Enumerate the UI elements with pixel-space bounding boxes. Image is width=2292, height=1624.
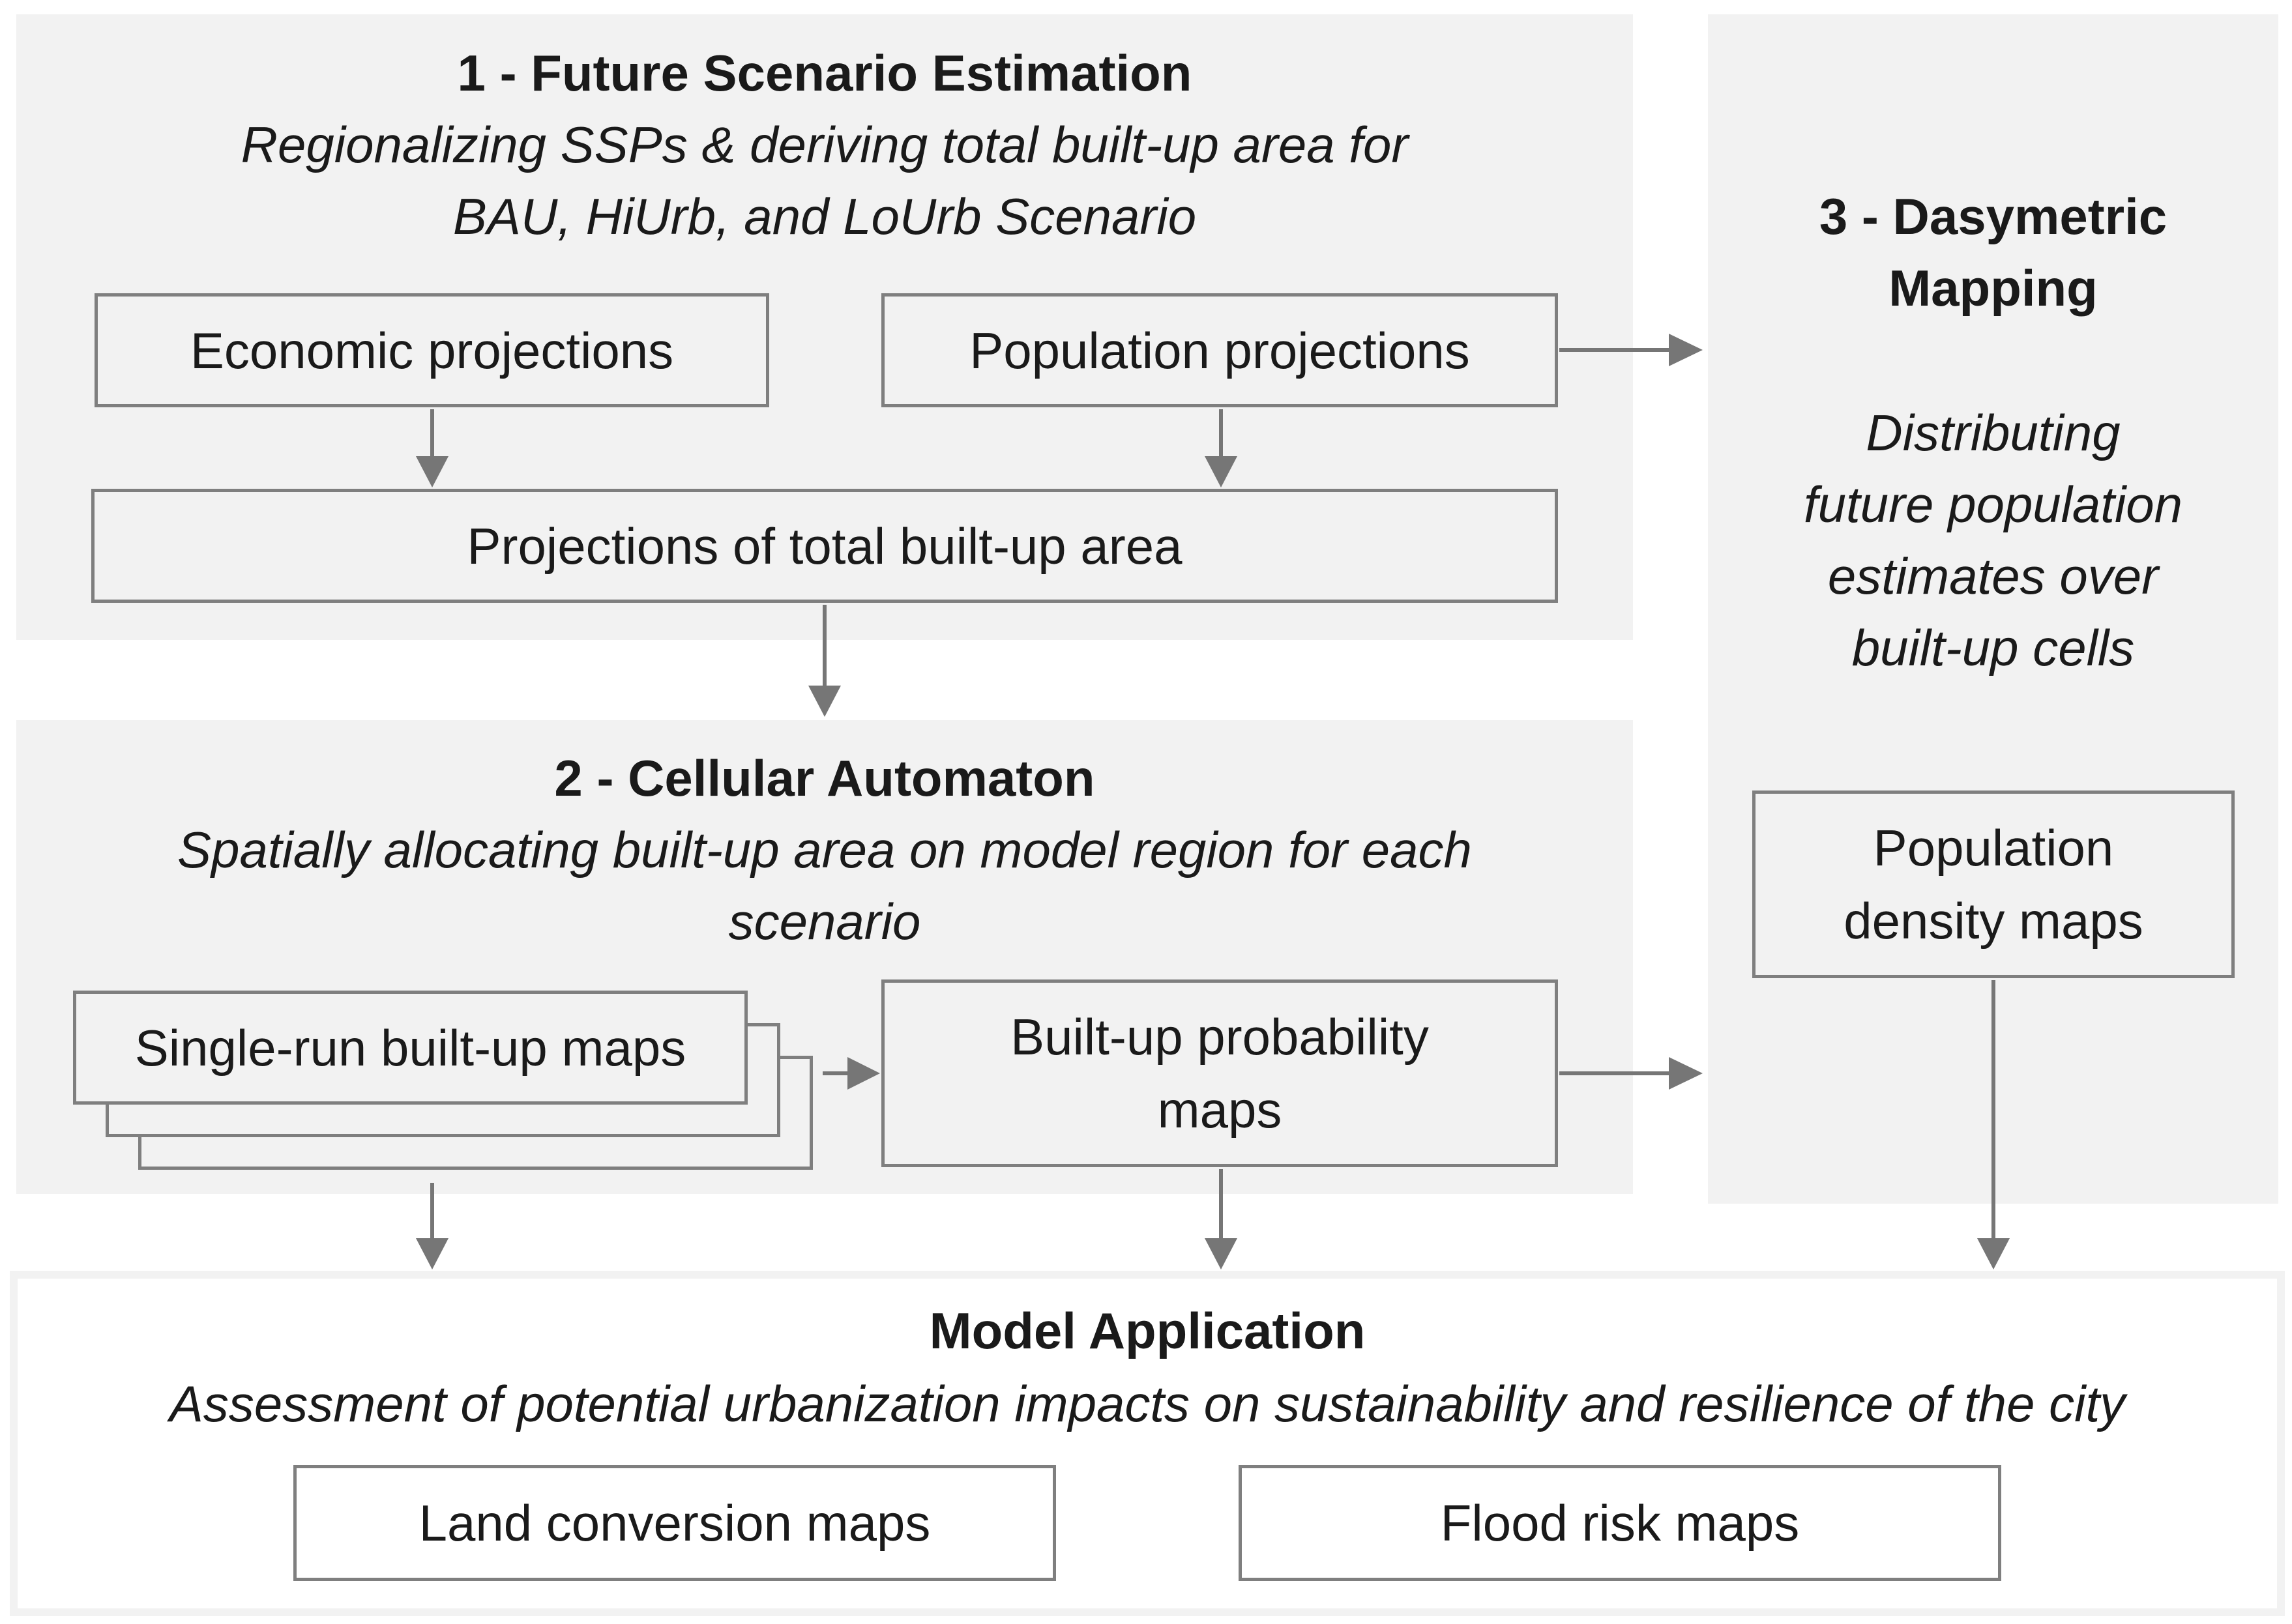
section-3-title-line-2: Mapping <box>1888 259 2098 317</box>
builtup-probability-label-line-1: Built-up probability <box>1010 1008 1429 1066</box>
section-2-subtitle-line-1: Spatially allocating built-up area on mo… <box>177 821 1472 878</box>
arrowhead-probability-down <box>1205 1238 1237 1269</box>
population-density-label-line-2: density maps <box>1844 892 2143 950</box>
arrowhead-probability-right <box>1669 1057 1703 1090</box>
arrowhead-singlerun-down <box>416 1238 448 1269</box>
single-run-builtup-maps-box: Single-run built-up maps <box>73 991 748 1105</box>
section-3-title-line-1: 3 - Dasymetric <box>1819 188 2167 245</box>
builtup-probability-maps-box: Built-up probability maps <box>881 979 1558 1167</box>
section-3-desc-line-3: estimates over <box>1827 547 2159 605</box>
flood-risk-maps-label: Flood risk maps <box>1440 1494 1800 1552</box>
flood-risk-maps-box: Flood risk maps <box>1239 1465 2001 1581</box>
builtup-probability-label-line-2: maps <box>1157 1081 1282 1138</box>
land-conversion-maps-label: Land conversion maps <box>419 1494 931 1552</box>
land-conversion-maps-box: Land conversion maps <box>293 1465 1056 1581</box>
section-1-subtitle-line-2: BAU, HiUrb, and LoUrb Scenario <box>452 188 1197 245</box>
section-1-subtitle-line-1: Regionalizing SSPs & deriving total buil… <box>241 116 1409 173</box>
economic-projections-box: Economic projections <box>95 293 769 407</box>
section-2-title: 2 - Cellular Automaton <box>554 749 1095 807</box>
population-projections-box: Population projections <box>881 293 1558 407</box>
section-3-desc-line-4: built-up cells <box>1851 619 2135 676</box>
total-builtup-projections-label: Projections of total built-up area <box>467 517 1183 575</box>
arrowhead-singlerun-right <box>847 1057 880 1090</box>
population-density-maps-box: Population density maps <box>1752 790 2235 978</box>
model-application-title: Model Application <box>929 1302 1366 1359</box>
section-3-desc-line-1: Distributing <box>1866 404 2121 461</box>
section-1-title: 1 - Future Scenario Estimation <box>457 44 1192 102</box>
arrowhead-density-down <box>1977 1238 2010 1269</box>
single-run-builtup-maps-label: Single-run built-up maps <box>134 1019 686 1077</box>
total-builtup-projections-box: Projections of total built-up area <box>91 489 1558 603</box>
section-2-subtitle-line-2: scenario <box>728 893 921 950</box>
population-density-label-line-1: Population <box>1873 819 2114 877</box>
section-3-desc-line-2: future population <box>1803 476 2183 533</box>
arrowhead-population-right <box>1669 334 1703 366</box>
population-projections-label: Population projections <box>969 321 1470 379</box>
economic-projections-label: Economic projections <box>190 321 674 379</box>
arrowhead-builtup-down <box>808 686 841 717</box>
arrowhead-population <box>1205 456 1237 487</box>
arrowhead-economic <box>416 456 448 487</box>
model-application-subtitle: Assessment of potential urbanization imp… <box>169 1375 2126 1432</box>
